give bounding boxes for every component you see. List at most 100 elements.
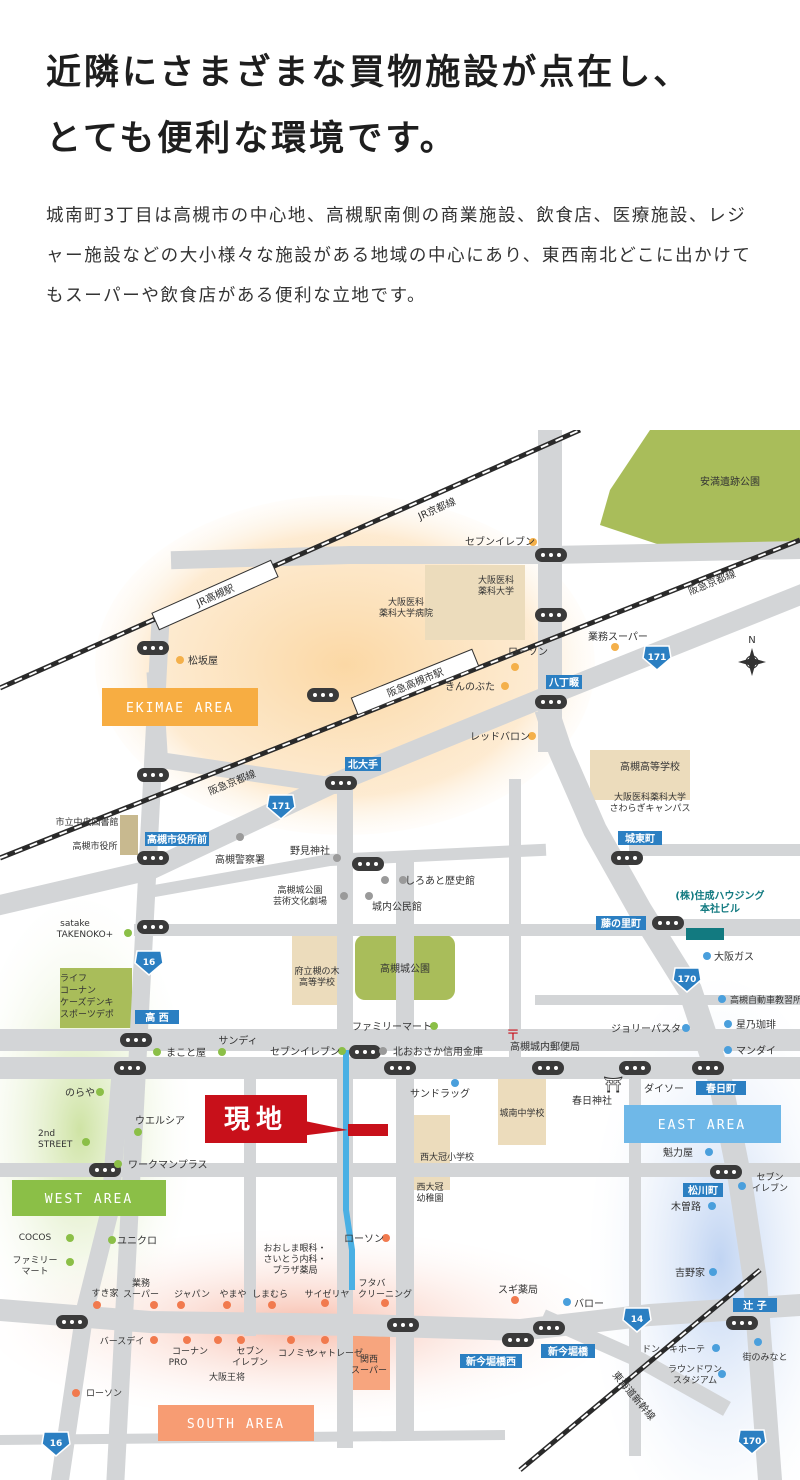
label-nomi: 野見神社 bbox=[290, 844, 330, 857]
label-seven-c: セブンイレブン bbox=[270, 1045, 340, 1058]
label-sukiya: すき家 bbox=[91, 1287, 118, 1299]
label-makotoya: まこと屋 bbox=[166, 1047, 206, 1059]
label-sundy: サンディ bbox=[218, 1034, 257, 1047]
label-rikiya: 魁力屋 bbox=[663, 1146, 693, 1159]
label-futaba-2: クリーニング bbox=[358, 1288, 412, 1300]
sign-hacchonawate: 八丁畷 bbox=[548, 676, 579, 689]
east-area-label: EAST AREA bbox=[658, 1118, 746, 1133]
label-castle-park: 高槻城公園 bbox=[380, 962, 430, 975]
label-gyomu-n: 業務スーパー bbox=[588, 630, 648, 643]
ekimae-area-label: EKIMAE AREA bbox=[126, 701, 234, 716]
sign-matsukawacho: 松川町 bbox=[688, 1184, 718, 1197]
page-headline: 近隣にさまざまな買物施設が点在し、 とても便利な環境です。 bbox=[46, 40, 766, 172]
shrine-icon: ⛩ bbox=[603, 1075, 623, 1094]
label-workman: ワークマンプラス bbox=[128, 1159, 208, 1171]
label-seven-top: セブンイレブン bbox=[465, 535, 535, 548]
label-futaba-1: フタバ bbox=[358, 1278, 385, 1289]
label-omc-univ-2: 薬科大学 bbox=[478, 585, 514, 597]
label-cityhall: 高槻市役所 bbox=[72, 840, 117, 852]
label-komeda: コノミヤ bbox=[278, 1349, 314, 1359]
sign-shiyakusho: 高槻市役所前 bbox=[147, 833, 207, 846]
label-saizeriya: サイゼリヤ bbox=[304, 1288, 349, 1300]
label-familymart-c: ファミリーマート bbox=[352, 1022, 432, 1033]
label-satake-2: TAKENOKO+ bbox=[56, 930, 113, 940]
route-14: 14 bbox=[631, 1315, 644, 1325]
label-omc-sawaragi-1: 大阪医科薬科大学 bbox=[614, 791, 686, 803]
label-yamaya: やまや bbox=[219, 1289, 246, 1300]
label-anman: 安満遺跡公園 bbox=[700, 475, 760, 488]
label-omc-univ-1: 大阪医科 bbox=[478, 574, 514, 586]
label-second-1: 2nd bbox=[38, 1129, 55, 1139]
route-171-b: 171 bbox=[272, 802, 291, 812]
label-kansai-1: 関西 bbox=[360, 1354, 378, 1365]
poi-dots bbox=[66, 538, 762, 1397]
label-life-3: ケーズデンキ bbox=[60, 996, 114, 1008]
current-location-marker[interactable]: 現地 bbox=[205, 1095, 388, 1143]
label-donki: ドン・キホーテ bbox=[642, 1344, 705, 1355]
label-barrow: バロー bbox=[574, 1298, 604, 1310]
label-culture-2: 芸術文化劇場 bbox=[273, 895, 327, 907]
label-seven-s-1: セブン bbox=[236, 1345, 263, 1357]
label-uniqlo: ユニクロ bbox=[117, 1235, 157, 1247]
label-seven-e-2: イレブン bbox=[752, 1182, 788, 1194]
label-yoshinoya: 吉野家 bbox=[675, 1266, 705, 1279]
label-jonai: 城内公民館 bbox=[372, 900, 422, 913]
label-clinic-2: さいとう内科・ bbox=[263, 1253, 326, 1265]
west-area-label: WEST AREA bbox=[45, 1192, 133, 1207]
fuchu-hs-block bbox=[292, 935, 342, 1005]
ekimae-area-badge bbox=[102, 688, 258, 726]
label-chateraise: シャトレーゼ bbox=[309, 1347, 363, 1359]
sign-shinimabori: 新今堀橋 bbox=[548, 1345, 589, 1358]
label-police: 高槻警察署 bbox=[215, 853, 265, 866]
west-area-badge bbox=[12, 1180, 166, 1216]
label-clinic-1: おおしま眼科・ bbox=[263, 1242, 326, 1254]
label-library: 市立中央図書館 bbox=[55, 816, 118, 828]
label-omc-hospital-2: 薬科大学病院 bbox=[379, 607, 433, 619]
label-jolly: ジョリーパスタ bbox=[611, 1023, 681, 1035]
sign-kasugacho: 春日町 bbox=[706, 1082, 736, 1095]
label-seven-s-2: イレブン bbox=[232, 1356, 268, 1368]
compass-icon: N bbox=[738, 635, 766, 676]
label-nishitaikan-k-1: 西大冠 bbox=[416, 1181, 443, 1193]
label-matsuzakaya: 松坂屋 bbox=[188, 654, 218, 667]
label-minato: 街のみなと bbox=[742, 1351, 787, 1363]
hq-label-1: (株)住成ハウジング bbox=[675, 889, 764, 902]
compass-north-label: N bbox=[748, 635, 755, 646]
takatsuki-hs-block bbox=[590, 750, 690, 800]
jr-station[interactable]: JR高槻駅 bbox=[151, 559, 279, 631]
hq-marker bbox=[686, 928, 724, 940]
route-16-a: 16 bbox=[143, 958, 156, 968]
label-osakagas: 大阪ガス bbox=[714, 950, 754, 963]
label-hoshino: 星乃珈琲 bbox=[736, 1018, 776, 1031]
label-nishitaikan: 西大冠小学校 bbox=[420, 1151, 474, 1163]
label-lawson-s: ローソン bbox=[344, 1234, 384, 1245]
label-shiroato: しろあと歴史館 bbox=[405, 874, 475, 887]
route-16-b: 16 bbox=[50, 1439, 63, 1449]
intersection-signs: 八丁畷 北大手 高槻市役所前 高 西 城東町 藤の里町 春日町 松川町 辻 子 … bbox=[135, 675, 777, 1368]
label-lawson-sw: ローソン bbox=[86, 1389, 122, 1399]
label-redbaron: レッドバロン bbox=[470, 731, 530, 743]
nishitaikan-block bbox=[410, 1115, 450, 1190]
east-area-badge bbox=[624, 1105, 781, 1143]
label-kansai-2: スーパー bbox=[351, 1365, 387, 1376]
label-welcia: ウエルシア bbox=[135, 1115, 185, 1127]
label-konan-pro-2: PRO bbox=[169, 1358, 188, 1368]
label-round1-2: スタジアム bbox=[673, 1375, 717, 1386]
label-round1-1: ラウンドワン bbox=[668, 1364, 722, 1375]
label-satake-1: satake bbox=[60, 919, 90, 929]
route-170-a: 170 bbox=[678, 975, 697, 985]
lead-paragraph: 城南町3丁目は高槻市の中心地、高槻駅南側の商業施設、飲食店、医療施設、レジャー施… bbox=[46, 206, 752, 306]
traffic-signals bbox=[56, 548, 758, 1347]
sign-tsujiko: 辻 子 bbox=[743, 1299, 766, 1312]
kansai-super-block bbox=[348, 1335, 390, 1390]
railways bbox=[0, 430, 800, 1472]
label-takatsuki-hs: 高槻高等学校 bbox=[620, 760, 680, 773]
post-office-icon: 〒 bbox=[506, 1028, 520, 1044]
label-mandai: マンダイ bbox=[736, 1044, 776, 1057]
sign-takanishi: 高 西 bbox=[145, 1011, 168, 1024]
hq-label-2: 本社ビル bbox=[700, 902, 740, 915]
label-sundrug: サンドラッグ bbox=[410, 1087, 470, 1100]
label-life-2: コーナン bbox=[60, 985, 96, 996]
headline-line-1: 近隣にさまざまな買物施設が点在し、 bbox=[46, 53, 692, 93]
label-drivingschool: 高槻自動車教習所 bbox=[730, 994, 800, 1006]
